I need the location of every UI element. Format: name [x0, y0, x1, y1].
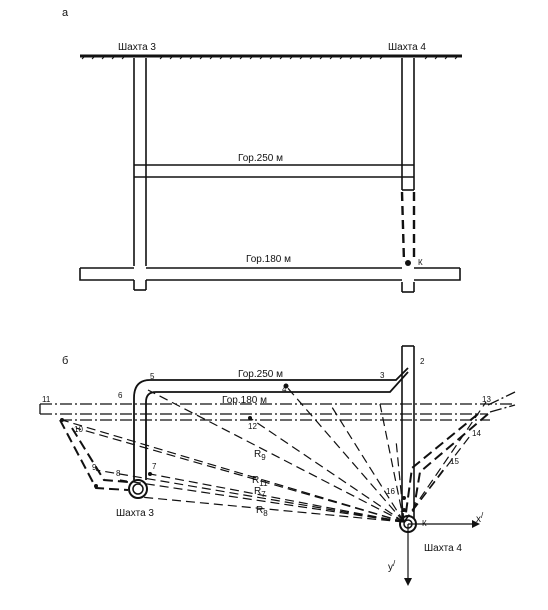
axis-y-label: y/: [388, 559, 396, 573]
point-8-label: 8: [116, 469, 121, 478]
point-16-label: 16: [386, 487, 395, 496]
point-9-label: 9: [92, 463, 97, 472]
ground-surface: [80, 54, 462, 60]
level-180-label-b: Гор.180 м: [222, 395, 267, 406]
axis-x-label: x/: [476, 511, 484, 525]
shaft-4-b: [401, 345, 415, 518]
level-180-drift-a: [79, 267, 461, 281]
radius-r7-label: R7: [254, 486, 266, 499]
point-1-label: 1: [400, 505, 405, 514]
radius-r9-label: R9: [254, 449, 266, 462]
radius-r8-label: R8: [256, 505, 268, 518]
point-15-label: 15: [450, 457, 459, 466]
panel-b: б Гор.250 м Гор.180 м: [39, 345, 516, 586]
point-14-label: 14: [472, 429, 481, 438]
point-13-label: 13: [482, 395, 491, 404]
point-10-label: 10: [74, 425, 83, 434]
point-k-label-a: К: [418, 258, 423, 267]
point-k-marker-a: [405, 260, 411, 266]
point-11-label: 11: [42, 395, 51, 404]
shaft-3-label-a: Шахта 3: [118, 42, 156, 53]
level-250-drift-b: [133, 367, 409, 480]
panel-a-label: а: [62, 7, 69, 19]
radius-lines: [61, 385, 487, 523]
dashed-drifts: [59, 413, 489, 521]
radius-r11-label: R11: [252, 475, 268, 488]
point-4-label: 4: [282, 385, 287, 394]
shaft-4-a: [400, 58, 416, 293]
axis-y-prime: [404, 524, 412, 586]
point-3-label: 3: [380, 371, 385, 380]
point-12-label: 12: [248, 422, 257, 431]
level-180-drift-b: [39, 391, 516, 421]
point-5-label: 5: [150, 372, 155, 381]
level-180-label-a: Гор.180 м: [246, 254, 291, 265]
shaft-3-label-b: Шахта 3: [116, 508, 154, 519]
panel-b-label: б: [62, 355, 68, 367]
shaft-4-label-a: Шахта 4: [388, 42, 426, 53]
level-250-drift-a: [134, 164, 414, 178]
shaft-4-label-b: Шахта 4: [424, 543, 462, 554]
level-250-label-b: Гор.250 м: [238, 369, 283, 380]
shaft-3-b: [128, 479, 148, 499]
point-numbers: 1 2 3 4 5 6 7 8 9 10 11 12 13 14 15 16: [42, 357, 491, 514]
survey-points: [60, 383, 406, 512]
panel-a: а Шахта 3 Шахта 4: [62, 7, 462, 293]
point-2-label: 2: [420, 357, 425, 366]
point-7-label: 7: [152, 462, 157, 471]
level-250-label-a: Гор.250 м: [238, 153, 283, 164]
axis-x-prime: [408, 520, 480, 528]
shaft-3-a: [133, 58, 147, 291]
point-6-label: 6: [118, 391, 123, 400]
